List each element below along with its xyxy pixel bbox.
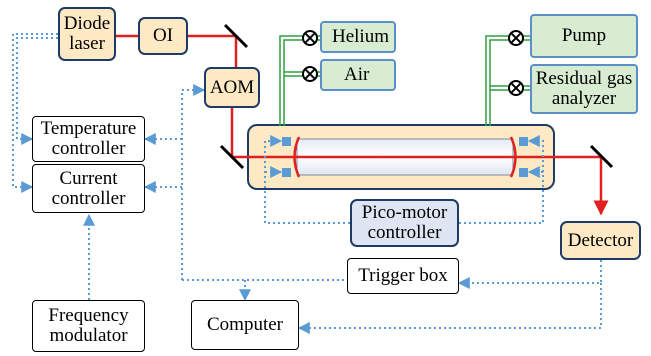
diode-laser-box: Diode laser [58,7,116,61]
current-controller-box: Current controller [32,164,145,213]
valve-icon [508,80,524,96]
helium-box: Helium [320,21,396,53]
frequency-modulator-box: Frequency modulator [32,300,145,352]
current-controller-label: Current controller [51,167,126,209]
optical-isolator-label: OI [152,25,174,47]
optical-isolator-box: OI [138,17,188,55]
computer-box: Computer [191,300,299,350]
air-label: Air [344,64,370,86]
trigger-box: Trigger box [347,258,459,294]
frequency-modulator-label: Frequency modulator [48,305,129,346]
diode-laser-label: Diode laser [63,13,111,54]
pico-motor-controller-label: Pico-motor controller [361,202,448,243]
pump-box: Pump [530,14,638,58]
residual-gas-analyzer-label: Residual gas analyzer [535,68,633,109]
air-box: Air [320,59,396,91]
trigger-box-label: Trigger box [358,265,448,287]
temperature-controller-box: Temperature controller [32,116,145,162]
pump-label: Pump [561,25,607,47]
pico-motor-controller-box: Pico-motor controller [350,199,459,247]
helium-label: Helium [332,26,389,48]
valve-icon [302,30,318,46]
residual-gas-analyzer-box: Residual gas analyzer [530,64,638,114]
gas-lines [279,35,530,126]
computer-label: Computer [207,314,283,336]
valve-icon [302,66,318,82]
temperature-controller-label: Temperature controller [40,118,137,159]
aom-label: AOM [209,76,255,98]
mirror-icon [219,23,614,170]
control-lines [12,33,602,334]
aom-box: AOM [204,67,260,108]
detector-label: Detector [567,229,634,251]
detector-box: Detector [560,221,641,260]
valve-icon [508,30,524,46]
